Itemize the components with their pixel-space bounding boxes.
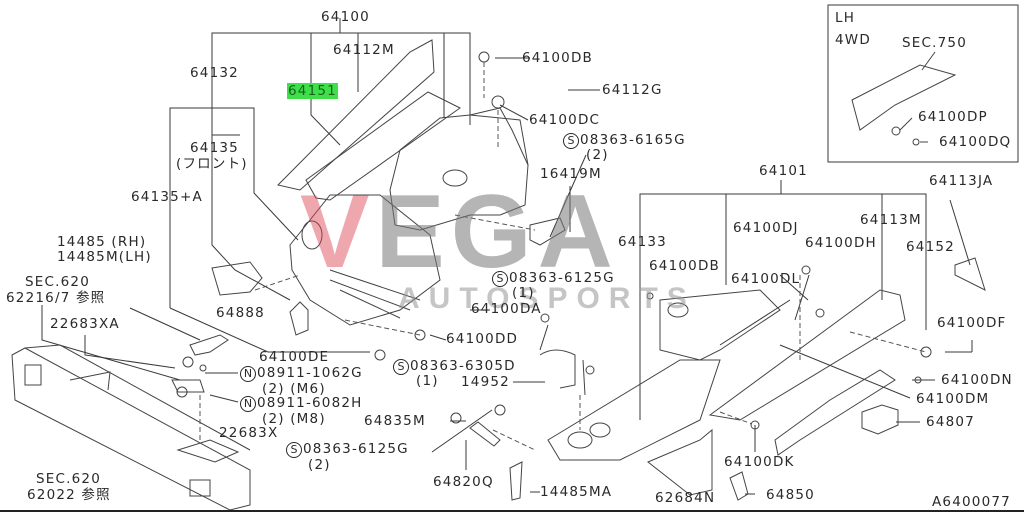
screw-marker-icon: S xyxy=(286,442,302,458)
part-64850[interactable]: 64850 xyxy=(766,487,815,503)
part-62684N[interactable]: 62684N xyxy=(655,490,716,506)
part-64100DB-right[interactable]: 64100DB xyxy=(649,258,721,274)
section-ref-620-b[interactable]: SEC.620 xyxy=(36,471,101,487)
part-64100DN[interactable]: 64100DN xyxy=(941,372,1013,388)
part-64151-highlighted[interactable]: 64151 xyxy=(287,83,338,99)
part-64820Q[interactable]: 64820Q xyxy=(433,474,494,490)
inset-4wd-label: 4WD xyxy=(835,32,871,48)
nut-marker-icon: N xyxy=(240,396,256,412)
section-ref-620-a-note: 62216/7 参照 xyxy=(6,290,106,306)
part-64113JA[interactable]: 64113JA xyxy=(929,173,994,189)
part-64112G[interactable]: 64112G xyxy=(602,82,663,98)
part-64100DB-top[interactable]: 64100DB xyxy=(522,50,594,66)
part-64100DJ[interactable]: 64100DJ xyxy=(733,220,799,236)
nut-marker-icon: N xyxy=(240,366,256,382)
part-08363-6165G-qty: (2) xyxy=(586,147,609,163)
part-16419M[interactable]: 16419M xyxy=(540,166,602,182)
part-64807[interactable]: 64807 xyxy=(926,414,975,430)
part-64132[interactable]: 64132 xyxy=(190,65,239,81)
part-64100DF[interactable]: 64100DF xyxy=(937,315,1007,331)
part-64100DM[interactable]: 64100DM xyxy=(916,391,990,407)
part-08911-1062G-qty: (2) (M6) xyxy=(262,381,326,397)
part-64100DD[interactable]: 64100DD xyxy=(446,331,519,347)
part-64888[interactable]: 64888 xyxy=(216,305,265,321)
screw-marker-icon: S xyxy=(492,271,508,287)
part-64100[interactable]: 64100 xyxy=(321,9,370,25)
part-22683X[interactable]: 22683X xyxy=(219,425,279,441)
inset-section-ref[interactable]: SEC.750 xyxy=(902,35,967,51)
part-14952[interactable]: 14952 xyxy=(461,374,510,390)
part-14485MA[interactable]: 14485MA xyxy=(540,484,613,500)
part-64835M[interactable]: 64835M xyxy=(364,413,426,429)
part-08363-6125G-b-qty: (2) xyxy=(308,457,331,473)
part-64100DK[interactable]: 64100DK xyxy=(724,454,795,470)
part-14485-rh[interactable]: 14485 (RH) xyxy=(57,234,147,250)
part-64100DE[interactable]: 64100DE xyxy=(259,349,330,365)
part-64100DQ[interactable]: 64100DQ xyxy=(939,134,1012,150)
part-64112M[interactable]: 64112M xyxy=(333,42,395,58)
part-64135-a[interactable]: 64135+A xyxy=(131,189,203,205)
part-64113M[interactable]: 64113M xyxy=(860,212,922,228)
bottom-border xyxy=(0,510,1024,512)
screw-marker-icon: S xyxy=(393,359,409,375)
part-64100DP[interactable]: 64100DP xyxy=(918,109,988,125)
section-ref-620-a[interactable]: SEC.620 xyxy=(25,274,90,290)
part-22683XA[interactable]: 22683XA xyxy=(50,316,120,332)
part-08363-6125G-a-qty: (1) xyxy=(512,285,535,301)
part-14485M-lh[interactable]: 14485M(LH) xyxy=(57,249,152,265)
part-64133[interactable]: 64133 xyxy=(618,234,667,250)
part-64152[interactable]: 64152 xyxy=(906,239,955,255)
drawing-number: A6400077 xyxy=(932,494,1011,510)
screw-marker-icon: S xyxy=(563,133,579,149)
part-64100DC[interactable]: 64100DC xyxy=(529,112,601,128)
inset-lh-label: LH xyxy=(835,10,856,26)
part-08911-6082H-qty: (2) (M8) xyxy=(262,411,326,427)
part-64135-note: (フロント) xyxy=(176,156,248,172)
part-08363-6305D-qty: (1) xyxy=(416,373,439,389)
section-ref-620-b-note: 62022 参照 xyxy=(27,487,111,503)
part-64100DA[interactable]: 64100DA xyxy=(471,301,542,317)
part-64135[interactable]: 64135 xyxy=(190,140,239,156)
part-64100DL[interactable]: 64100DL xyxy=(731,271,801,287)
part-64101[interactable]: 64101 xyxy=(759,163,808,179)
part-64100DH[interactable]: 64100DH xyxy=(805,235,877,251)
